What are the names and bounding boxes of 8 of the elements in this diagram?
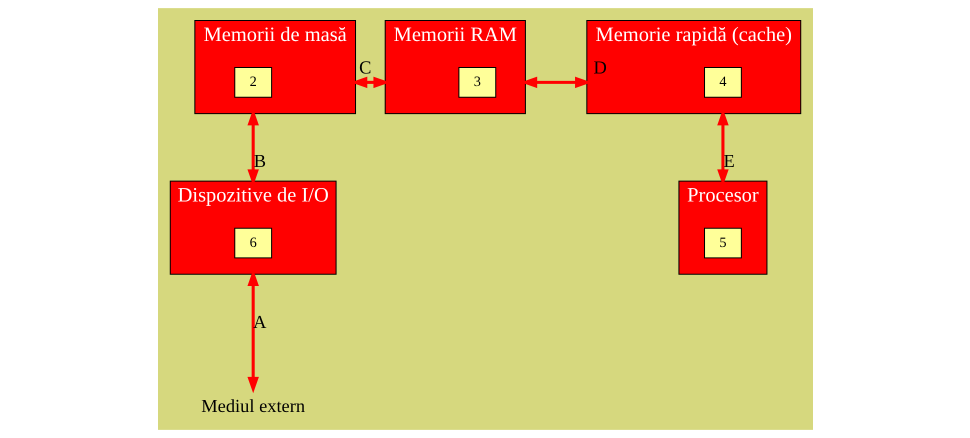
- node-box: 6: [234, 228, 272, 258]
- node-box: 4: [704, 67, 742, 98]
- node-box: 5: [704, 228, 742, 258]
- node-text: Mediul extern: [200, 396, 305, 416]
- edge-label: C: [358, 58, 371, 78]
- edge-label: D: [592, 58, 606, 78]
- node-box: 2: [234, 67, 272, 98]
- node-box: 3: [458, 67, 496, 98]
